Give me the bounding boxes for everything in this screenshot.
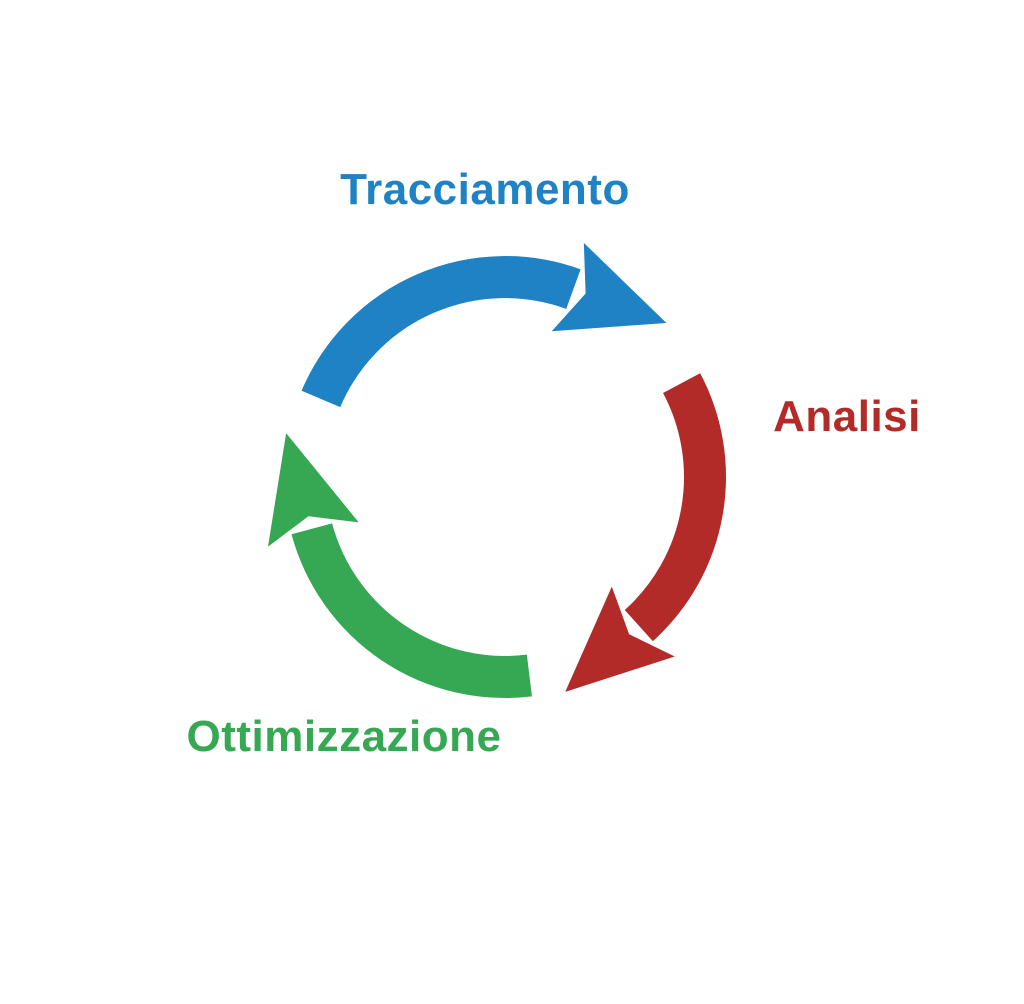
ottimizzazione-arrow — [267, 433, 532, 698]
label-ottimizzazione: Ottimizzazione — [186, 712, 502, 761]
tracciamento-arrow — [301, 242, 667, 408]
analisi-arrow — [565, 373, 726, 692]
label-tracciamento: Tracciamento — [340, 165, 630, 214]
label-analisi: Analisi — [773, 392, 921, 441]
